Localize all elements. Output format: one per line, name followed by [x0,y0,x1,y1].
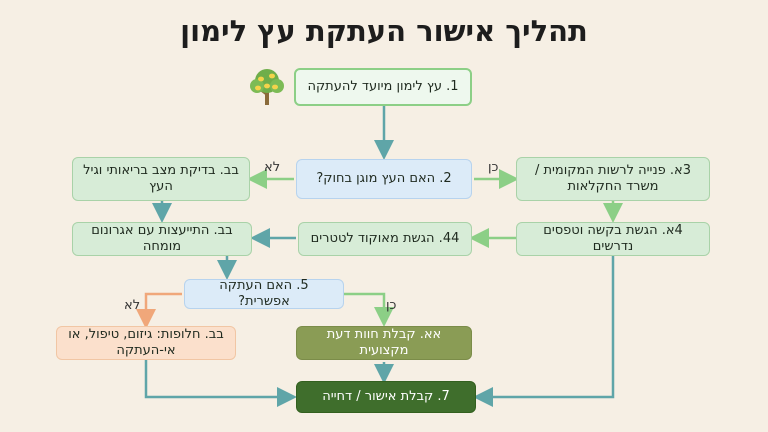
label-yes-2: כן [386,298,397,313]
node-step-7-final: 7. קבלת אישור / דחייה [296,381,476,413]
node-professional-opinion: אא. קבלת חוות דעת מקצועית [296,326,472,360]
node-step-1: 1. עץ לימון מיועד להעתקה [294,68,472,106]
arrow-5-to-opinion [344,292,394,327]
node-health-check: בב. בדיקת מצב בריאותי וגיל העץ [72,157,250,201]
lemon-tree-icon [250,69,284,105]
arrow-4a-to-7 [473,256,615,407]
arrow-alternatives-to-7 [144,360,297,407]
node-agronomist-consult: בב. התייעצות עם אגרונום מומחה [72,222,252,256]
node-step-3a: 3א. פנייה לרשות המקומית / משרד החקלאות [516,157,710,201]
page-title: תהליך אישור העתקת עץ לימון [180,14,588,48]
node-step-2-decision: 2. האם העץ מוגן בחוק? [296,159,472,199]
arrow-5-to-alternatives [136,292,182,329]
label-yes-1: כן [488,160,499,175]
node-step-4a: 4א. הגשת בקשה וטפסים נדרשים [516,222,710,256]
label-no-1: לא [264,160,281,175]
node-step-44: 44. הגשת מאוקוד לטטרים [298,222,472,256]
node-alternatives: בב. חלופות: גיזום, טיפול, או אי-העתקה [56,326,236,360]
label-no-2: לא [124,298,141,313]
node-step-5-decision: 5. האם העתקה אפשרית? [184,278,344,309]
